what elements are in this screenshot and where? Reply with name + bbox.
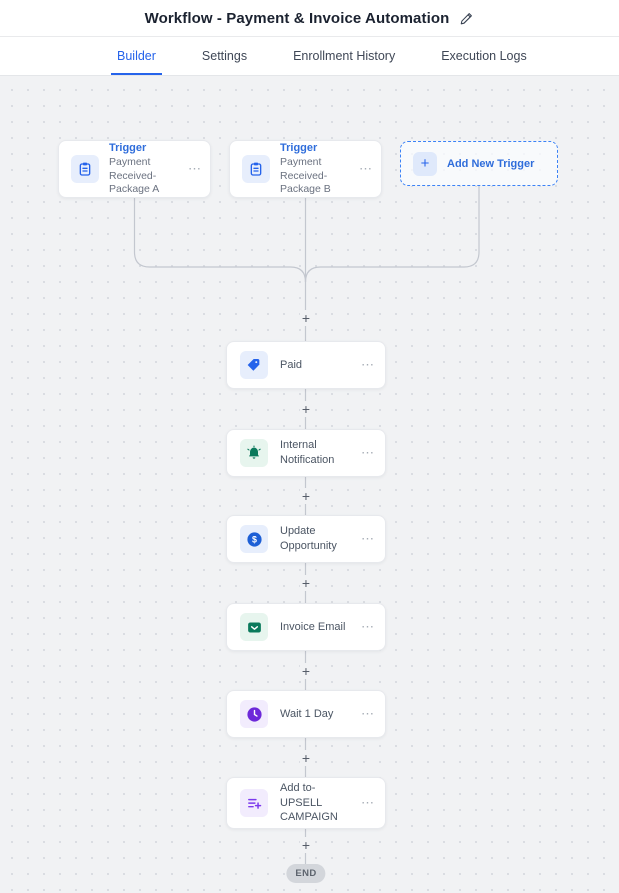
add-new-trigger-label: Add New Trigger [447,157,535,170]
action-menu-button[interactable]: ⋯ [361,619,375,634]
add-action-button[interactable]: + [299,663,313,679]
edit-title-button[interactable] [459,11,474,26]
action-label: Wait 1 Day [280,707,334,720]
trigger-description: Payment Received- Package B [280,156,331,196]
add-action-button[interactable]: + [299,488,313,504]
trigger-card-package-b[interactable]: Trigger Payment Received- Package B ⋯ [229,140,382,198]
tab-builder[interactable]: Builder [111,37,162,75]
action-icon-tile [240,439,268,467]
action-label: Paid [280,358,303,371]
pencil-icon [461,12,473,24]
trigger-menu-button[interactable]: ⋯ [359,161,373,176]
action-node-update-opportunity[interactable]: $ Update Opportunity ⋯ [226,515,386,563]
action-menu-button[interactable]: ⋯ [361,357,375,372]
action-node-wait-1-day[interactable]: Wait 1 Day ⋯ [226,690,386,738]
action-icon-tile [240,351,268,379]
add-action-button[interactable]: + [299,575,313,591]
trigger-icon-tile [242,155,270,183]
mail-icon [247,622,261,632]
add-new-trigger-button[interactable]: + Add New Trigger [400,141,558,186]
tab-bar: Builder Settings Enrollment History Exec… [0,37,619,76]
page-title: Workflow - Payment & Invoice Automation [144,9,450,27]
trigger-text: Trigger Payment Received- Package A [109,141,178,197]
add-action-button[interactable]: + [299,837,313,853]
action-menu-button[interactable]: ⋯ [361,795,375,810]
action-icon-tile [240,613,268,641]
svg-text:$: $ [252,534,257,544]
trigger-description: Payment Received- Package A [109,156,160,196]
add-action-button[interactable]: + [299,310,313,326]
trigger-text: Trigger Payment Received- Package B [280,141,349,197]
trigger-label: Trigger [280,141,318,154]
clipboard-icon [250,162,262,176]
page-header: Workflow - Payment & Invoice Automation [0,0,619,37]
tab-enrollment-history[interactable]: Enrollment History [293,49,396,63]
bell-icon [247,445,261,459]
tab-settings[interactable]: Settings [201,49,248,63]
action-icon-tile [240,700,268,728]
action-menu-button[interactable]: ⋯ [361,531,375,546]
trigger-label: Trigger [109,141,147,154]
trigger-icon-tile [71,155,99,183]
action-menu-button[interactable]: ⋯ [361,445,375,460]
action-node-internal-notification[interactable]: Internal Notification ⋯ [226,429,386,477]
end-badge: END [286,864,326,883]
workflow-canvas[interactable]: Trigger Payment Received- Package A ⋯ Tr… [0,76,619,893]
trigger-card-package-a[interactable]: Trigger Payment Received- Package A ⋯ [58,140,211,198]
connector-lines [133,186,480,865]
action-icon-tile [240,789,268,817]
action-label: Update Opportunity [280,525,337,552]
trigger-menu-button[interactable]: ⋯ [188,161,202,176]
clipboard-icon [79,162,91,176]
action-label: Add to- UPSELL CAMPAIGN [280,781,338,824]
add-action-button[interactable]: + [299,401,313,417]
plus-icon: + [413,151,437,176]
action-menu-button[interactable]: ⋯ [361,706,375,721]
action-label: Invoice Email [280,620,346,633]
tag-icon [247,359,260,371]
dollar-circle-icon: $ [246,531,262,547]
playlist-add-icon [247,798,261,809]
action-icon-tile: $ [240,525,268,553]
tab-execution-logs[interactable]: Execution Logs [441,49,527,63]
action-label: Internal Notification [280,439,335,466]
action-node-invoice-email[interactable]: Invoice Email ⋯ [226,603,386,651]
action-node-paid[interactable]: Paid ⋯ [226,341,386,389]
clock-icon [246,706,262,722]
action-node-add-to-upsell-campaign[interactable]: Add to- UPSELL CAMPAIGN ⋯ [226,777,386,829]
add-action-button[interactable]: + [299,750,313,766]
